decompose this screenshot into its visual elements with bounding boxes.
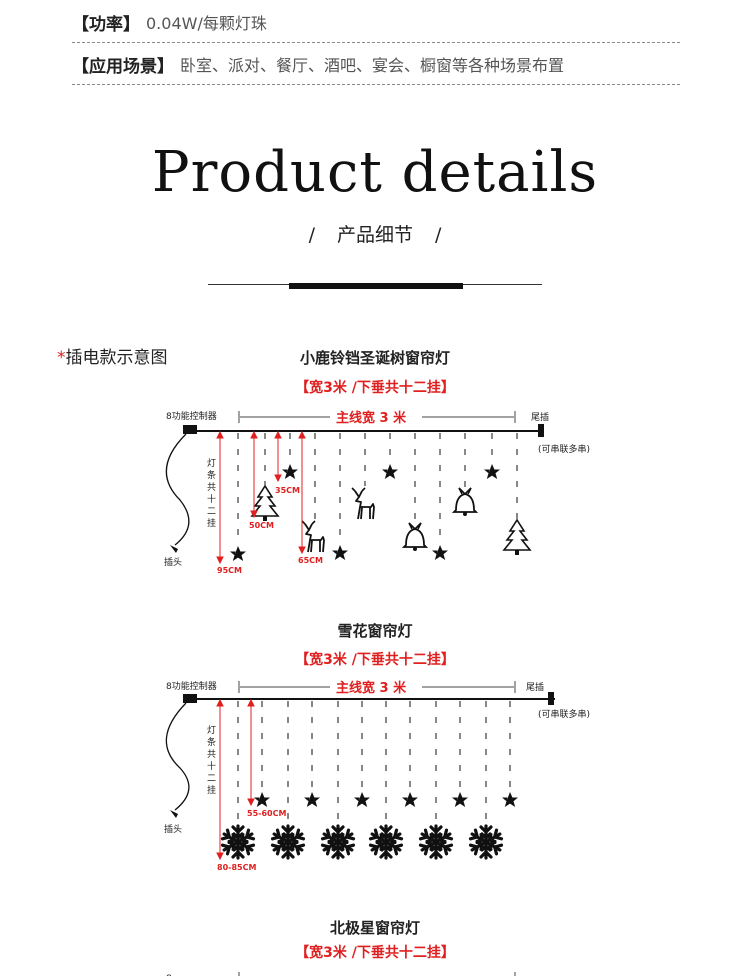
diagram-north-star-partial: 8 [166, 972, 516, 976]
controller-label: 8功能控制器 [166, 410, 217, 422]
section-subtitle: 【宽3米 /下垂共十二挂】 [295, 945, 455, 961]
measure-95: 95CM [217, 566, 242, 575]
spec-value: 0.04W/每颗灯珠 [146, 14, 267, 33]
asterisk: * [57, 348, 66, 368]
tail-plug-label: 尾插 [526, 681, 544, 693]
svg-text:十: 十 [207, 493, 216, 505]
measure-50: 50CM [249, 521, 274, 530]
page-subtitle: / 产品细节 / [0, 220, 750, 247]
svg-text:共: 共 [207, 482, 216, 493]
main-wire-label: 主线宽 3 米 [336, 680, 407, 696]
spec-label: 【应用场景】 [72, 56, 174, 77]
spec-row-power: 【功率】 0.04W/每颗灯珠 [72, 2, 680, 43]
plug-label: 插头 [164, 556, 182, 568]
plug-note-text: 插电款示意图 [65, 348, 168, 368]
page-title: Product details [151, 140, 599, 205]
bell-icon [403, 522, 427, 552]
svg-text:十: 十 [207, 760, 216, 772]
measure-35: 35CM [275, 486, 300, 495]
deer-icon [351, 487, 375, 520]
tail-plug-label: 尾插 [531, 411, 549, 423]
svg-text:二: 二 [207, 774, 216, 784]
plug-note: *插电款示意图 [57, 343, 168, 368]
measure-55-60: 55-60CM [247, 809, 286, 818]
controller-label: 8功能控制器 [166, 680, 217, 692]
connectable-label: (可串联多串) [538, 708, 590, 720]
subtitle-text: 产品细节 [336, 224, 413, 246]
svg-text:共: 共 [207, 749, 216, 760]
bell-icon [453, 487, 477, 517]
svg-text:二: 二 [207, 507, 216, 517]
section-title: 小鹿铃铛圣诞树窗帘灯 [299, 349, 450, 367]
slash-right: / [435, 224, 442, 246]
svg-text:挂: 挂 [207, 784, 216, 796]
plug-label: 插头 [164, 823, 182, 835]
spec-value: 卧室、派对、餐厅、酒吧、宴会、橱窗等各种场景布置 [180, 56, 565, 75]
measure-80-85: 80-85CM [217, 863, 256, 872]
svg-text:条: 条 [207, 469, 216, 481]
svg-text:8: 8 [166, 974, 172, 976]
spec-row-scene: 【应用场景】 卧室、派对、餐厅、酒吧、宴会、橱窗等各种场景布置 [72, 44, 680, 85]
svg-text:挂: 挂 [207, 517, 216, 529]
section-subtitle: 【宽3米 /下垂共十二挂】 [295, 380, 455, 396]
svg-text:条: 条 [207, 736, 216, 748]
snowflake-icon [222, 826, 503, 858]
main-wire-label: 主线宽 3 米 [336, 410, 407, 426]
svg-text:灯: 灯 [207, 458, 216, 469]
spec-label: 【功率】 [72, 14, 140, 35]
slash-left: / [308, 224, 315, 246]
section-title: 雪花窗帘灯 [337, 622, 413, 640]
section-title: 北极星窗帘灯 [329, 919, 420, 937]
section-subtitle: 【宽3米 /下垂共十二挂】 [295, 652, 455, 668]
connectable-label: (可串联多串) [538, 443, 590, 455]
svg-text:灯: 灯 [207, 725, 216, 736]
divider-bar [289, 283, 463, 289]
tree-icon [503, 519, 531, 556]
measure-65: 65CM [298, 556, 323, 565]
